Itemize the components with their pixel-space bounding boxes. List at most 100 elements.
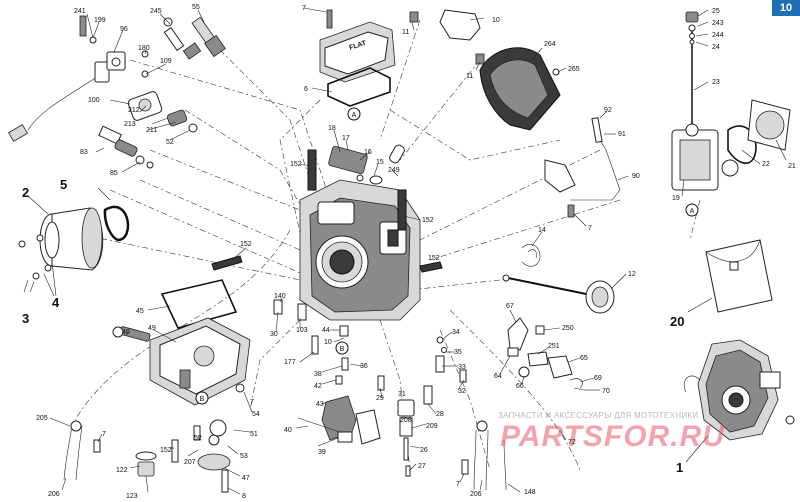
part-label: 209: [426, 423, 438, 430]
part-label: 42: [314, 383, 322, 390]
lever-assembly: [507, 317, 585, 391]
part-label: 15: [376, 159, 384, 166]
part-label: 92: [604, 107, 612, 114]
reference-circle-a-top: A: [347, 107, 361, 121]
part-label: 67: [506, 303, 514, 310]
part-label: 199: [94, 17, 106, 24]
part-label: 52: [194, 435, 202, 442]
part-label: 152: [160, 447, 172, 454]
part-label: 22: [762, 161, 770, 168]
part-label: 34: [452, 329, 460, 336]
diaphragm-housing: [671, 11, 791, 191]
part-label: 212: [128, 107, 140, 114]
part-label: 14: [538, 227, 546, 234]
part-label: 33: [458, 364, 466, 371]
part-label: 206: [470, 491, 482, 498]
reference-circle-a-right: A: [685, 203, 699, 217]
part-label: 140: [274, 293, 286, 300]
part-label: 243: [712, 20, 724, 27]
part-label: 152: [240, 241, 252, 248]
part-label: 72: [568, 439, 576, 446]
part-number-labels: 241 199 96 245 55 180 109 100 212 213 21…: [36, 4, 796, 500]
reference-letter-a: A: [352, 112, 357, 119]
callout-20: 20: [670, 314, 684, 329]
reference-circle-b-center: B: [335, 341, 349, 355]
part-label: 66: [516, 383, 524, 390]
part-label: 43: [316, 401, 324, 408]
part-label: 7: [250, 399, 254, 406]
part-label: 70: [602, 388, 610, 395]
part-label: 100: [88, 97, 100, 104]
throttle-shaft: [502, 244, 615, 314]
part-label: 148: [524, 489, 536, 496]
part-label: 44: [322, 327, 330, 334]
part-label: 8: [242, 493, 246, 500]
part-label: 40: [284, 427, 292, 434]
top-cover: FLAT: [319, 9, 396, 107]
part-label: 35: [454, 349, 462, 356]
carburetor-assembled: [683, 339, 795, 441]
part-label: 90: [632, 173, 640, 180]
part-label: 250: [562, 325, 574, 332]
part-label: 21: [788, 163, 796, 170]
part-label: 180: [138, 45, 150, 52]
part-label: 83: [80, 149, 88, 156]
part-label: 7: [588, 225, 592, 232]
part-label: 211: [146, 127, 157, 134]
part-label: 241: [74, 8, 86, 15]
part-label: 207: [184, 459, 196, 466]
callout-3: 3: [22, 311, 29, 326]
callout-2: 2: [22, 185, 29, 200]
part-label: 25: [712, 8, 720, 15]
part-label: 19: [672, 195, 680, 202]
assembly-guide-lines: [59, 19, 701, 471]
part-label: 29: [376, 395, 384, 402]
part-label: 177: [284, 359, 296, 366]
drain-plug-parts: [63, 419, 507, 493]
part-label: 18: [328, 125, 336, 132]
part-label: 27: [418, 463, 426, 470]
part-label: 69: [594, 375, 602, 382]
reference-letter-b: B: [340, 346, 345, 353]
accelerator-pump-cover: [98, 91, 198, 169]
part-label: 7: [456, 481, 460, 488]
part-label: 7: [102, 431, 106, 438]
part-label: 249: [388, 167, 400, 174]
page-tab[interactable]: 10: [772, 0, 800, 16]
part-label: 64: [494, 373, 502, 380]
part-label: 12: [628, 271, 636, 278]
part-label: 10: [324, 339, 332, 346]
part-label: 51: [250, 431, 258, 438]
part-label: 265: [568, 66, 580, 73]
part-label: 109: [160, 58, 172, 65]
part-label: 31: [398, 391, 406, 398]
watermark-logo: PARTSFOR.RU: [500, 420, 725, 453]
leak-jet-line: [544, 117, 621, 218]
starter-plunger: [141, 16, 226, 78]
part-label: 206: [48, 491, 60, 498]
part-label: 264: [544, 41, 556, 48]
part-label: 11: [402, 29, 409, 36]
reference-circle-b-left: B: [195, 391, 209, 405]
parts-bag: [705, 239, 773, 313]
part-label: 54: [252, 411, 260, 418]
callout-4: 4: [52, 295, 60, 310]
part-label: 17: [342, 135, 350, 142]
part-label: 6: [304, 86, 308, 93]
carburetor-body: [211, 144, 443, 321]
part-label: 30: [270, 331, 278, 338]
part-label: 23: [712, 79, 720, 86]
part-label: 91: [618, 131, 626, 138]
part-label: 24: [712, 44, 720, 51]
part-label: 244: [712, 32, 724, 39]
part-label: 53: [240, 453, 248, 460]
part-label: 65: [580, 355, 588, 362]
callout-5: 5: [60, 177, 67, 192]
reference-letter-b: B: [200, 396, 205, 403]
part-label: 152: [290, 161, 302, 168]
part-label: 85: [110, 170, 118, 177]
part-label: 55: [192, 4, 200, 11]
part-label: 32: [458, 388, 466, 395]
reference-letter-a: A: [690, 208, 695, 215]
